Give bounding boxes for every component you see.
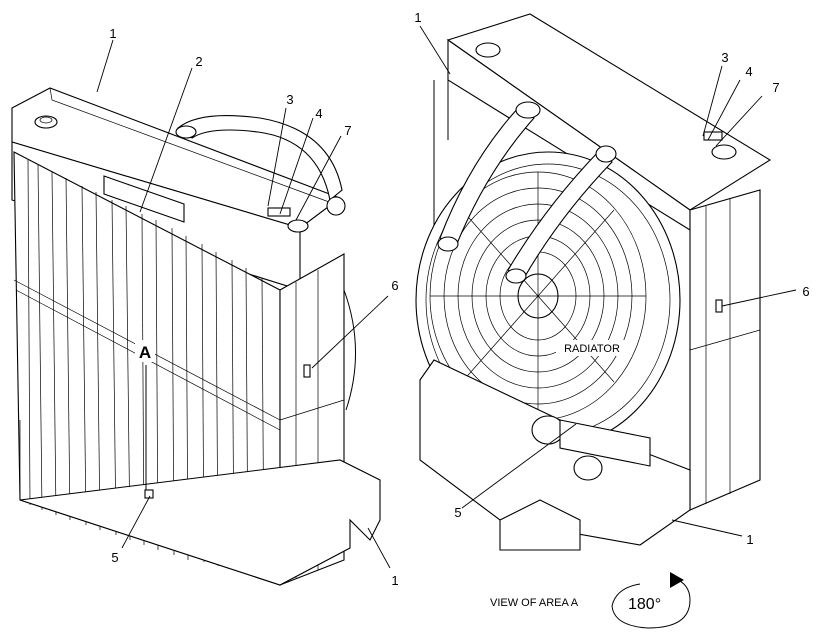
rotation-arrow-icon [611,572,691,629]
callout-4-right: 4 [745,64,752,79]
callout-3-right: 3 [721,50,728,65]
callout-3-left: 3 [286,92,293,107]
area-a-marker: A [139,343,151,362]
callout-5-left: 5 [111,550,118,565]
callout-1-left-top: 1 [109,26,116,41]
view-caption: VIEW OF AREA A [490,597,579,609]
callout-6-right: 6 [802,284,809,299]
callout-6-left: 6 [391,278,398,293]
callout-4-left: 4 [315,106,322,121]
callout-7-left: 7 [344,123,351,138]
radiator-label: RADIATOR [564,343,620,355]
callout-1-right-top: 1 [414,10,421,25]
rotation-angle-label: 180° [628,596,661,613]
callout-5-right: 5 [454,505,461,520]
left-radiator-view [11,87,381,586]
callout-1-left-bottom: 1 [391,573,398,588]
leader-lines [96,25,797,569]
callout-1-right-bottom: 1 [746,532,753,547]
callout-7-right: 7 [772,80,779,95]
callout-2-left: 2 [195,54,202,69]
right-radiator-view [415,13,772,551]
